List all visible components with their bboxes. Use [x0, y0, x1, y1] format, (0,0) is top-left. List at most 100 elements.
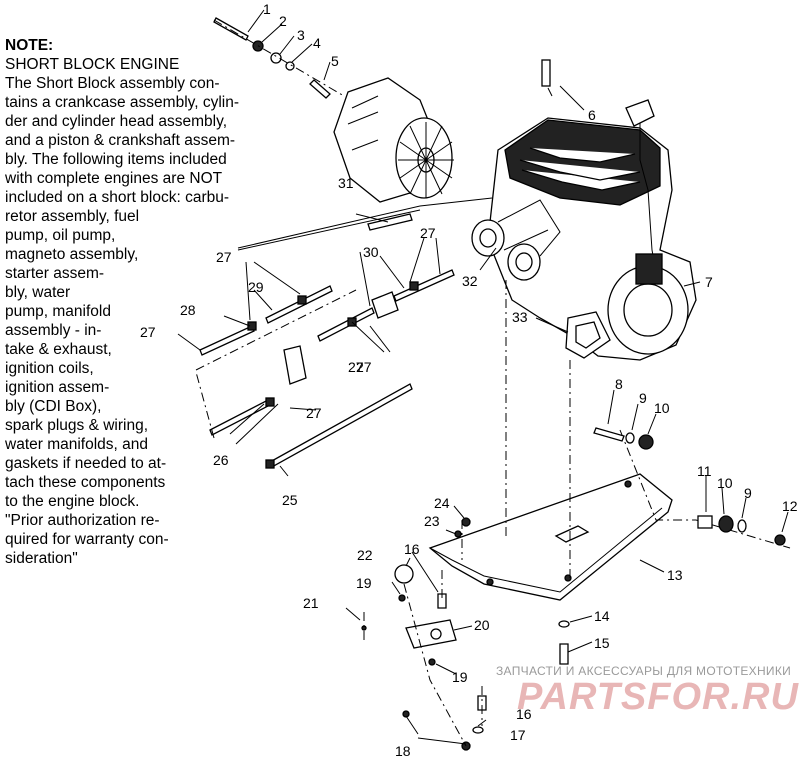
callout-12: 12	[782, 498, 798, 514]
note-line: "Prior authorization re-	[5, 512, 160, 529]
watermark-tagline: ЗАПЧАСТИ И АКСЕССУАРЫ ДЛЯ МОТОТЕХНИКИ	[496, 664, 792, 678]
clamp-27e	[265, 397, 275, 407]
line-28	[199, 325, 255, 356]
callout-27b: 27	[140, 324, 156, 340]
recoil-rope	[237, 197, 493, 251]
callout-23: 23	[424, 513, 440, 529]
drive-clutch-drawing	[333, 77, 454, 203]
plate-hole	[624, 480, 632, 488]
plate-hole	[486, 578, 494, 586]
carburetor-1-bore	[479, 228, 497, 248]
callout-25: 25	[282, 492, 298, 508]
washer-9b	[737, 519, 747, 533]
plug-cap	[625, 99, 655, 127]
note-line: to the engine block.	[5, 493, 140, 510]
note-line: The Short Block assembly con-	[5, 75, 220, 92]
note-line: with complete engines are NOT	[5, 170, 223, 187]
callout-30: 30	[363, 244, 379, 260]
spacer-11	[697, 515, 713, 529]
washer-9	[625, 432, 635, 444]
callout-9b: 9	[744, 485, 752, 501]
right-hardware	[593, 427, 786, 546]
note-subheading: SHORT BLOCK ENGINE	[5, 56, 180, 73]
note-line: assembly - in-	[5, 322, 102, 339]
note-line: bly, water	[5, 284, 71, 301]
note-line: retor assembly, fuel	[5, 208, 140, 225]
note-line: gaskets if needed to at-	[5, 455, 167, 472]
callout-24: 24	[434, 495, 450, 511]
carburetor-2-bore	[515, 252, 533, 272]
callout-14: 14	[594, 608, 610, 624]
clutch-spokes	[398, 122, 454, 198]
line-26	[209, 399, 271, 436]
note-line: ignition assem-	[5, 379, 110, 396]
leader-lines	[177, 9, 789, 745]
washer-14	[558, 620, 570, 628]
callout-16: 16	[404, 541, 420, 557]
callout-32: 32	[462, 273, 478, 289]
callout-19: 19	[356, 575, 372, 591]
callout-26: 26	[213, 452, 229, 468]
note-line: water manifolds, and	[5, 436, 149, 453]
note-heading: NOTE:	[5, 37, 54, 54]
callout-27f: 27	[348, 359, 364, 375]
fuel-pump	[283, 345, 307, 385]
engine-plate-drawing	[428, 280, 791, 601]
cup-22	[394, 564, 414, 584]
plate-slot	[554, 525, 590, 543]
lines-group	[195, 269, 455, 469]
watermark-brand: PARTSFOR.RU	[517, 676, 799, 718]
leader-line	[177, 9, 789, 745]
callout-7: 7	[705, 274, 713, 290]
clamp-27a	[247, 321, 257, 331]
callout-10b: 10	[717, 475, 733, 491]
callout-27d: 27	[306, 405, 322, 421]
note-line: magneto assembly,	[5, 246, 139, 263]
note-line: bly (CDI Box),	[5, 398, 102, 415]
magneto-cover-inner	[623, 283, 673, 337]
callout-3: 3	[297, 27, 305, 43]
note-line: bly. The following items included	[5, 151, 227, 168]
callout-19b: 19	[452, 669, 468, 685]
washer-3	[270, 52, 282, 64]
callout-2: 2	[279, 13, 287, 29]
lower-axis-lines	[363, 520, 483, 747]
stud-16	[437, 593, 447, 609]
note-line: sideration"	[5, 550, 78, 567]
mount-axis-line	[505, 280, 791, 580]
callout-18: 18	[395, 743, 411, 759]
callout-9: 9	[639, 390, 647, 406]
nut-18a	[402, 710, 410, 718]
lines-boundary	[195, 289, 357, 439]
nut-12	[774, 534, 786, 546]
callout-5: 5	[331, 53, 339, 69]
clamp-27d	[409, 281, 419, 291]
clutch-fins	[347, 95, 379, 151]
callout-15: 15	[594, 635, 610, 651]
note-line: pump, oil pump,	[5, 227, 116, 244]
bracket-hole	[430, 628, 442, 640]
clamp-25-end	[265, 459, 275, 469]
callout-17: 17	[510, 727, 526, 743]
note-line: ignition coils,	[5, 360, 94, 377]
short-block-note: NOTE: SHORT BLOCK ENGINE The Short Block…	[5, 36, 275, 568]
note-line: take & exhaust,	[5, 341, 112, 358]
stud-16b	[477, 695, 487, 711]
line-30	[317, 307, 375, 342]
engine-mount-plate	[428, 473, 673, 601]
note-line: tains a crankcase assembly, cylin-	[5, 94, 240, 111]
callout-13: 13	[667, 567, 683, 583]
note-line: included on a short block: carbu-	[5, 189, 230, 206]
carburetor-body-lines	[497, 199, 561, 257]
clutch-axis-line	[213, 19, 345, 97]
callout-29: 29	[248, 279, 264, 295]
nut-19b	[428, 658, 436, 666]
washer-17	[472, 726, 484, 734]
callout-4: 4	[313, 35, 321, 51]
engine-drawing	[471, 59, 697, 361]
top-hardware	[213, 17, 345, 99]
callout-1: 1	[263, 1, 271, 17]
spark-plug	[541, 59, 551, 87]
callout-22: 22	[357, 547, 373, 563]
